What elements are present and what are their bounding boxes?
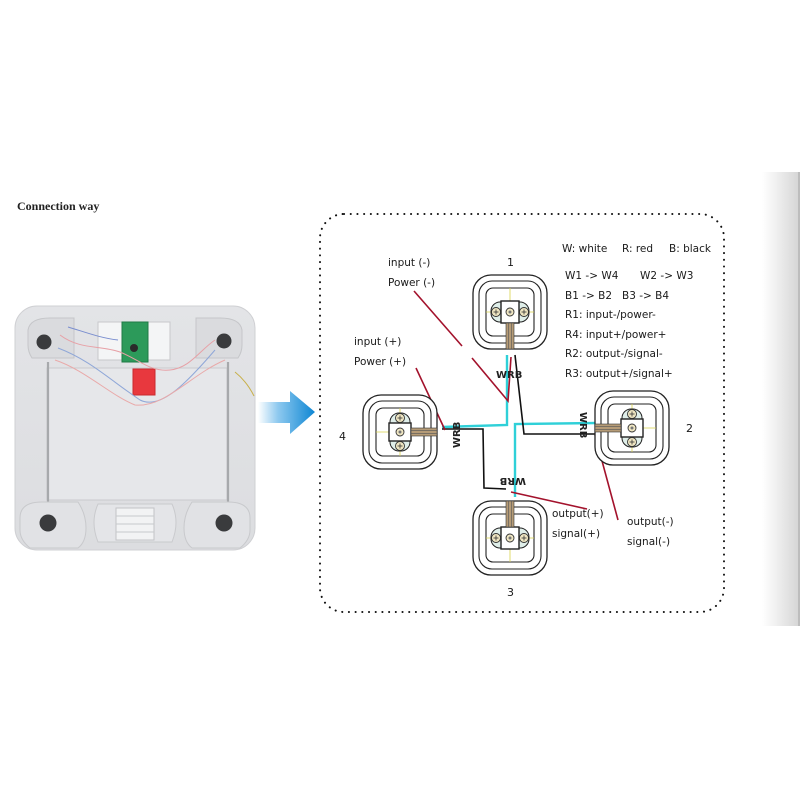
- arrow-right-icon: [258, 391, 315, 434]
- legend-red: R: red: [622, 243, 653, 255]
- callout-signal-plus: signal(+): [552, 528, 600, 540]
- wire-photo-3: [54, 359, 226, 406]
- callout-r1-a: [413, 290, 463, 347]
- sensor-label-1: 1: [507, 256, 514, 269]
- diagram-border: [319, 213, 725, 613]
- callout-r1-b: [471, 356, 512, 404]
- sensor-label-4: 4: [339, 430, 346, 443]
- wire-b3-b4: [442, 428, 507, 490]
- connection-b1-b2: B1 -> B2: [565, 290, 612, 302]
- pcb-chip: [130, 344, 138, 352]
- white-wires: [441, 355, 598, 497]
- connection-b3-b4: B3 -> B4: [622, 290, 669, 302]
- callout-output-minus: output(-): [627, 516, 674, 528]
- foot-br-icon: [215, 514, 233, 532]
- foot-bl-icon: [39, 514, 57, 532]
- callout-output-plus: output(+): [552, 508, 604, 520]
- wire-code-1: WRB: [496, 370, 522, 381]
- hx711-module: [132, 368, 156, 396]
- wire-code-3: WRB: [500, 475, 526, 486]
- red-role-r1: R1: input-/power-: [565, 309, 656, 321]
- wire-photo-4: [67, 326, 119, 341]
- wire-b1-b2: [514, 354, 597, 435]
- load-cell-4: [362, 394, 438, 470]
- foot-tr-icon: [216, 333, 232, 349]
- load-cell-1: [472, 274, 548, 350]
- foot-tl-icon: [36, 334, 52, 350]
- wire-photo-2: [57, 347, 216, 403]
- red-role-r3: R3: output+/signal+: [565, 368, 673, 380]
- scale-photo: [14, 305, 256, 551]
- wire-photo-1: [59, 334, 216, 371]
- callout-signal-minus: signal(-): [627, 536, 670, 548]
- side-panel-edge: [798, 172, 800, 626]
- sensor-label-3: 3: [507, 586, 514, 599]
- sensor-label-2: 2: [686, 422, 693, 435]
- section-title: Connection way: [17, 199, 100, 213]
- callout-r3: [510, 491, 588, 510]
- wire-code-4: WRB: [452, 422, 463, 448]
- connection-w1-w4: W1 -> W4: [565, 270, 619, 282]
- wire-w2-w3: [513, 421, 598, 497]
- red-role-r2: R2: output-/signal-: [565, 348, 663, 360]
- callout-input-plus: input (+): [354, 336, 401, 348]
- wire-w1-w4: [441, 355, 509, 429]
- red-role-r4: R4: input+/power+: [565, 329, 666, 341]
- connection-w2-w3: W2 -> W3: [640, 270, 693, 282]
- load-cell-3: [472, 500, 548, 576]
- wire-photo-5: [234, 371, 255, 397]
- legend-black: B: black: [669, 243, 712, 255]
- side-panel-shadow: [762, 172, 800, 626]
- pcb-board: [121, 321, 149, 363]
- callout-input-minus: input (-): [388, 257, 430, 269]
- wire-code-2: WRB: [577, 412, 588, 438]
- callout-power-plus: Power (+): [354, 356, 406, 368]
- black-wires: [442, 354, 597, 490]
- legend-white: W: white: [562, 243, 607, 255]
- load-cell-2: [594, 390, 670, 466]
- callout-power-minus: Power (-): [388, 277, 435, 289]
